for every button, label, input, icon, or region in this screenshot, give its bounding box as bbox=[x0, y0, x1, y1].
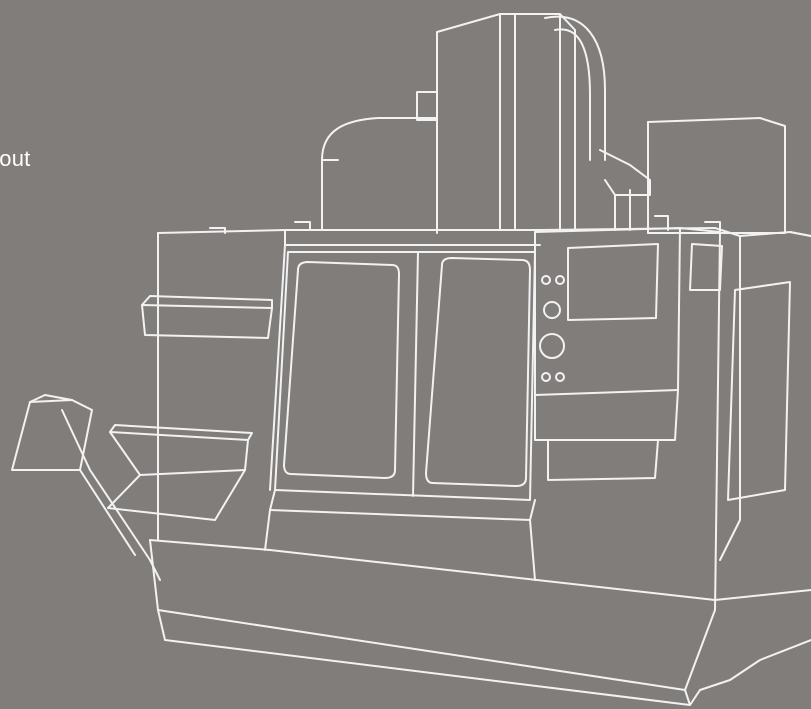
enclosure bbox=[157, 215, 811, 491]
right-side-panel bbox=[679, 227, 811, 611]
left-side-chip-conveyor bbox=[11, 295, 273, 581]
caption-text: ughout bbox=[0, 146, 31, 171]
machine-base bbox=[149, 509, 811, 706]
control-panel bbox=[534, 227, 681, 481]
spindle-head bbox=[321, 13, 651, 234]
electrical-cabinet bbox=[647, 117, 786, 234]
front-doors bbox=[269, 251, 536, 521]
